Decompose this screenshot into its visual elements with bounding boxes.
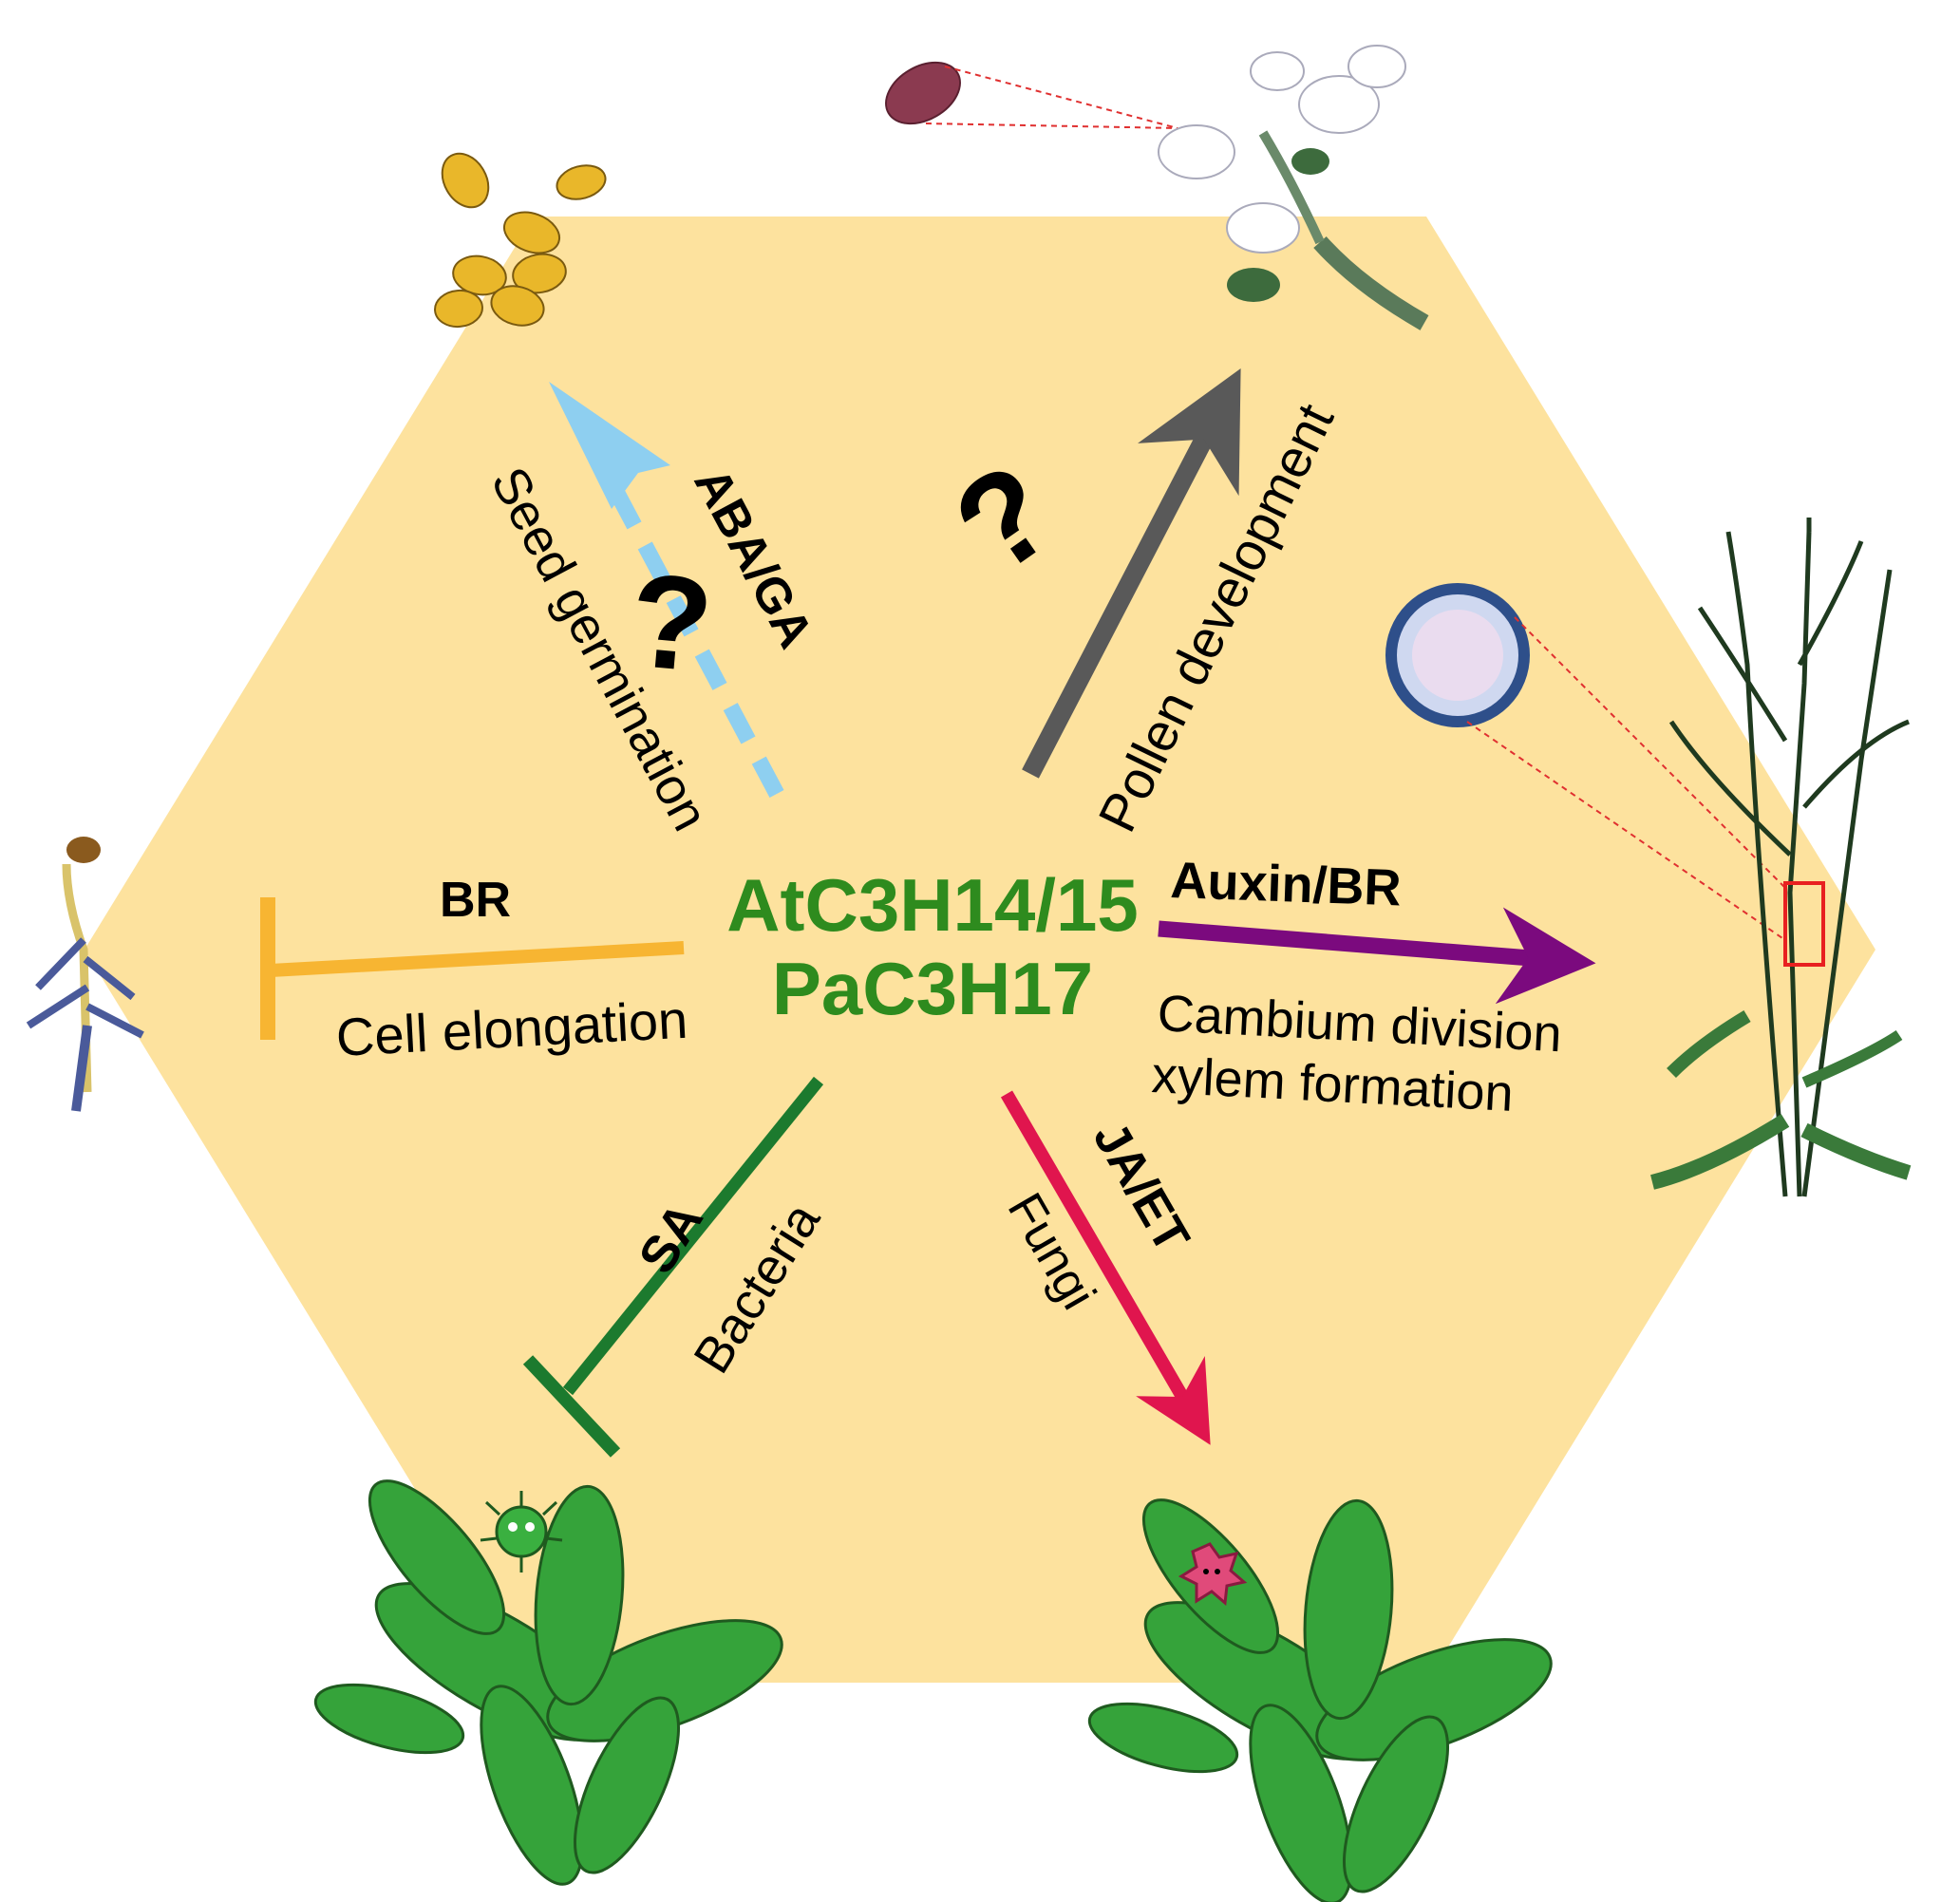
cambium-arrow bbox=[1158, 907, 1596, 1005]
bacterium-icon bbox=[480, 1491, 563, 1572]
seed-germination-pathway bbox=[549, 382, 784, 798]
fungi-arrow bbox=[1000, 1090, 1211, 1445]
elongation-inhibition bbox=[260, 897, 685, 1040]
center-gene-label-1: AtC3H14/15 bbox=[726, 863, 1139, 947]
cambium-hormone-label: Auxin/BR bbox=[1170, 852, 1403, 916]
hexagon-background bbox=[85, 217, 1875, 1683]
elongation-hormone-label: BR bbox=[440, 873, 511, 928]
pollen-grain-icon bbox=[885, 61, 1178, 129]
flower-icon bbox=[1158, 45, 1429, 330]
bacteria-inhibition bbox=[522, 1076, 824, 1458]
seed-question-mark: ? bbox=[624, 544, 718, 700]
seedling-icon bbox=[26, 837, 144, 1112]
seed-arrowhead bbox=[549, 382, 670, 509]
tall-plant-icon bbox=[1650, 518, 1912, 1197]
center-gene-label-2: PaC3H17 bbox=[772, 947, 1093, 1030]
pollen-arrow bbox=[1022, 368, 1241, 779]
seeds-icon bbox=[434, 152, 607, 329]
stem-section-icon bbox=[1385, 583, 1786, 941]
fungus-icon bbox=[1178, 1542, 1248, 1606]
